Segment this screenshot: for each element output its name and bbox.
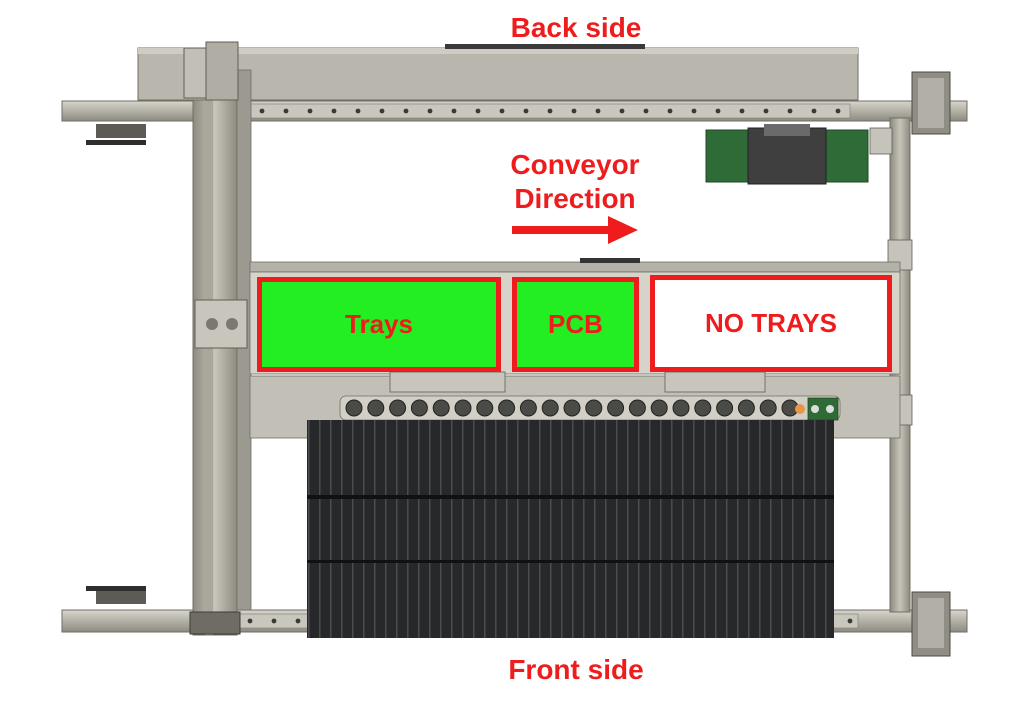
- tray-stack: [307, 420, 834, 638]
- rail-hole: [739, 108, 745, 114]
- rail-hole: [271, 618, 277, 624]
- roller: [541, 399, 559, 417]
- roller: [476, 399, 494, 417]
- roller: [389, 399, 407, 417]
- roller: [628, 399, 646, 417]
- rail-hole: [715, 108, 721, 114]
- rail-hole: [619, 108, 625, 114]
- rail-hole: [295, 618, 301, 624]
- conveyor-label-line2: Direction: [514, 183, 636, 214]
- roller: [737, 399, 755, 417]
- roller: [454, 399, 472, 417]
- rail-hole: [595, 108, 601, 114]
- rail-hole: [763, 108, 769, 114]
- rail-hole: [283, 108, 289, 114]
- back-side-label: Back side: [510, 12, 642, 43]
- pcb-zone: PCB: [512, 277, 639, 372]
- roller: [432, 399, 450, 417]
- front-side-label: Front side: [508, 654, 644, 685]
- roller: [498, 399, 516, 417]
- back-rail-holes: [259, 108, 841, 114]
- rail-hole: [259, 108, 265, 114]
- roller: [759, 399, 777, 417]
- rail-hole: [691, 108, 697, 114]
- roller: [694, 399, 712, 417]
- rail-hole: [355, 108, 361, 114]
- conveyor-rollers: [345, 399, 799, 417]
- roller: [563, 399, 581, 417]
- roller: [607, 399, 625, 417]
- motor-module: [705, 124, 893, 185]
- rail-hole: [307, 108, 313, 114]
- roller: [519, 399, 537, 417]
- roller: [345, 399, 363, 417]
- left-pulleys: [86, 124, 146, 604]
- rail-hole: [523, 108, 529, 114]
- roller: [410, 399, 428, 417]
- rail-hole: [403, 108, 409, 114]
- rail-hole: [547, 108, 553, 114]
- rail-hole: [427, 108, 433, 114]
- rail-hole: [247, 618, 253, 624]
- rail-hole: [811, 108, 817, 114]
- back-enclosure: [137, 44, 859, 101]
- left-gantry: [183, 41, 252, 636]
- rail-hole: [331, 108, 337, 114]
- back-rail: [61, 100, 968, 122]
- sensor-board: [795, 397, 839, 421]
- rail-hole: [475, 108, 481, 114]
- roller: [650, 399, 668, 417]
- roller: [672, 399, 690, 417]
- rail-hole: [379, 108, 385, 114]
- roller: [716, 399, 734, 417]
- conveyor-direction-label: Conveyor Direction: [470, 148, 680, 216]
- rail-hole: [787, 108, 793, 114]
- roller: [585, 399, 603, 417]
- rail-hole: [667, 108, 673, 114]
- roller: [367, 399, 385, 417]
- rail-hole: [451, 108, 457, 114]
- no-trays-zone: NO TRAYS: [650, 275, 892, 372]
- rail-hole: [643, 108, 649, 114]
- rail-hole: [847, 618, 853, 624]
- conveyor-label-line1: Conveyor: [510, 149, 640, 180]
- trays-zone: Trays: [257, 277, 501, 372]
- rail-hole: [571, 108, 577, 114]
- conveyor-direction-arrow: [512, 216, 638, 244]
- rail-hole: [499, 108, 505, 114]
- rail-hole: [835, 108, 841, 114]
